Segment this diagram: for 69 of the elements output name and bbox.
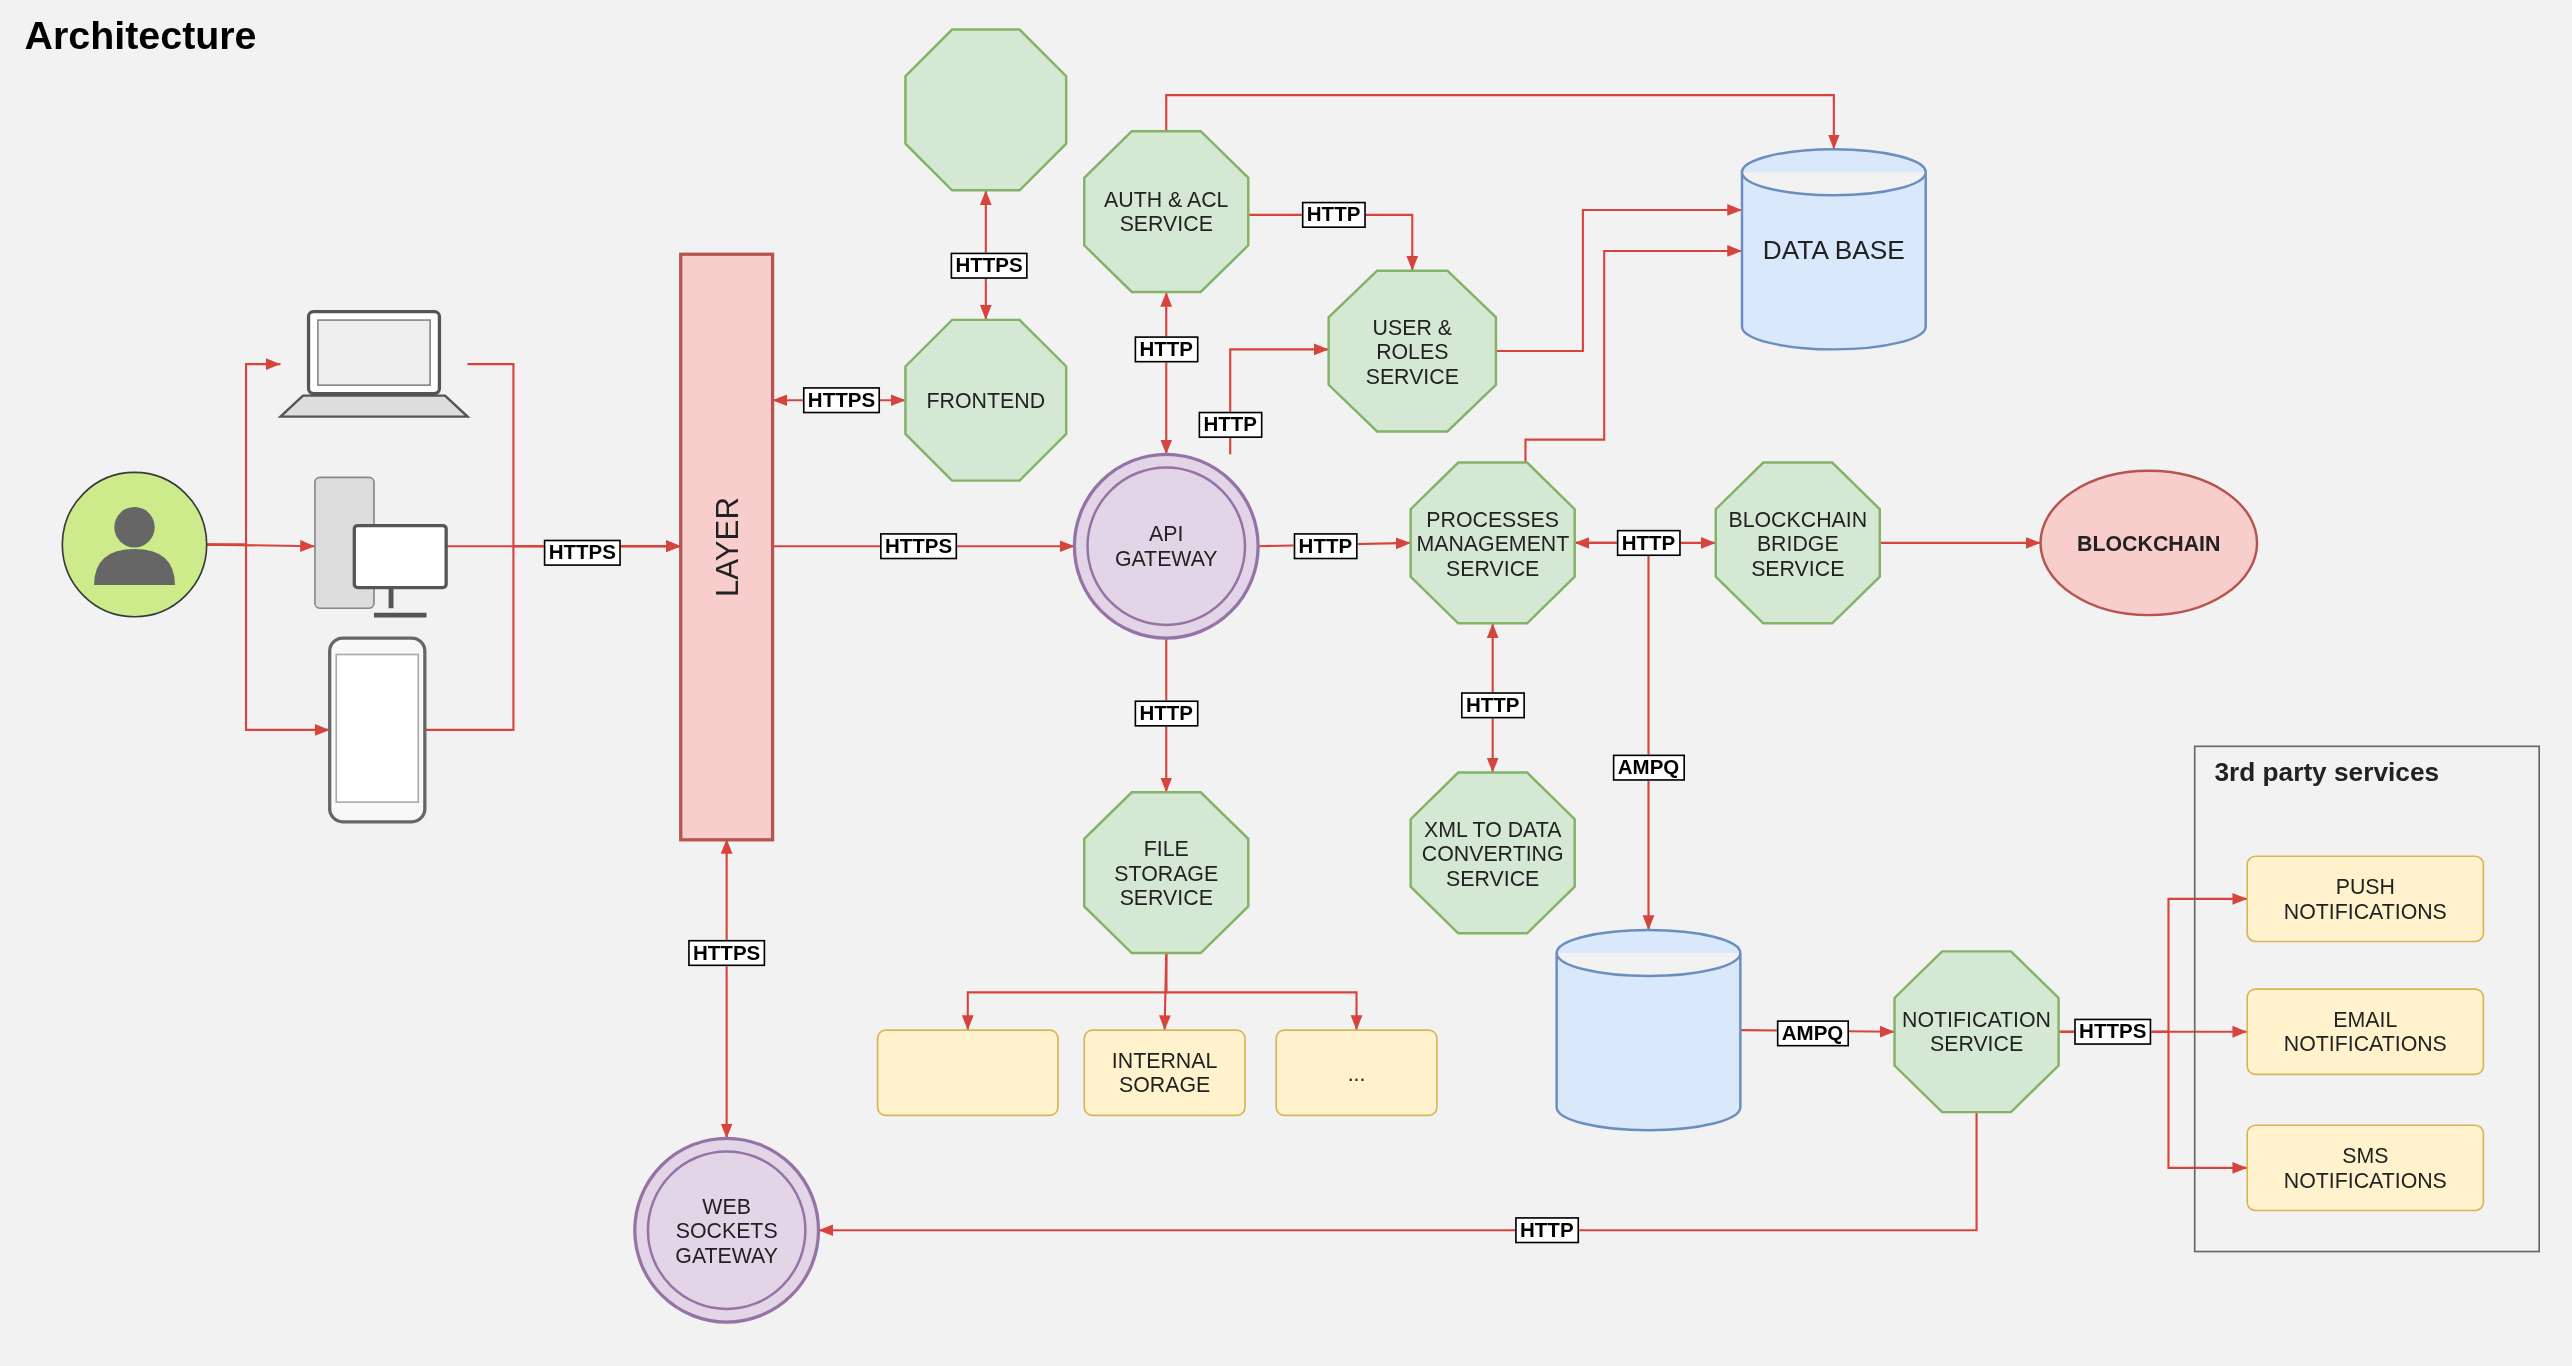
laptop-icon [280, 311, 468, 417]
node-label: BLOCKCHAIN BRIDGE SERVICE [1727, 506, 1869, 580]
edge-label: AMPQ [1776, 1020, 1849, 1047]
layer-box [680, 253, 773, 839]
arrow [1229, 343, 1329, 455]
node-label: SMS NOTIFICATIONS [2282, 1143, 2448, 1193]
node-label: API GATEWAY [1113, 521, 1219, 571]
edge-label: HTTP [1616, 529, 1681, 557]
node-label: FILE STORAGE SERVICE [1113, 835, 1220, 910]
edge-label: HTTP [1134, 336, 1198, 363]
database-cylinder [1742, 149, 1926, 350]
diagram-title: Architecture [24, 13, 257, 60]
gateway-circle [634, 1138, 819, 1323]
service-octagon [1084, 131, 1249, 292]
node-label: PROCESSES MANAGEMENT SERVICE [1416, 506, 1569, 580]
notification-box [2247, 1125, 2484, 1211]
service-octagon [1410, 462, 1575, 624]
node-label: FRONTEND [926, 387, 1046, 413]
queue-cylinder [1556, 930, 1741, 1131]
node-label: INTERNAL SORAGE [1110, 1048, 1219, 1098]
edge-label: HTTP [1515, 1217, 1579, 1244]
node-label: BLOCKCHAIN [2077, 530, 2221, 556]
service-octagon [905, 319, 1067, 481]
edge-label: HTTP [1198, 411, 1262, 438]
phone-icon [329, 638, 425, 822]
node-label: ... [1347, 1060, 1366, 1086]
storage-box [1084, 1030, 1245, 1116]
node-label: PUSH NOTIFICATIONS [2282, 874, 2448, 924]
service-octagon [1084, 792, 1249, 953]
edge-label: HTTP [1134, 700, 1198, 727]
edge-label: HTTPS [2074, 1018, 2152, 1045]
arrow [1879, 537, 2041, 549]
edge-label: AMPQ [1612, 754, 1685, 781]
storage-box [1276, 1030, 1437, 1116]
arrow [1524, 245, 1742, 463]
blockchain-ellipse [2040, 470, 2258, 616]
service-octagon [1715, 462, 1880, 624]
arrow [1165, 94, 1840, 150]
edge-label: HTTP [1461, 692, 1525, 719]
edge-label: HTTP [1293, 533, 1358, 560]
storage-box [877, 1030, 1058, 1116]
group-frame [2194, 746, 2540, 1252]
edge-label: HTTPS [802, 387, 880, 414]
gateway-circle [1074, 454, 1259, 639]
node-label: EMAIL NOTIFICATIONS [2282, 1007, 2448, 1057]
edge-label: HTTP [1301, 201, 1366, 228]
node-label: LAYER [714, 496, 739, 597]
service-octagon [905, 29, 1067, 191]
node-label: XML TO DATA CONVERTING SERVICE [1420, 816, 1565, 890]
arrow [720, 839, 733, 1139]
node-label: DATA BASE [1762, 237, 1905, 262]
arrow [1165, 953, 1363, 1031]
node-label: 3rd party services [2214, 759, 2440, 785]
desktop-computer-icon [314, 477, 447, 616]
node-label: AUTH & ACL SERVICE [1103, 187, 1230, 237]
edge-label: HTTPS [688, 939, 766, 967]
notification-box [2247, 856, 2484, 942]
service-octagon [1328, 270, 1496, 432]
node-label: NOTIFICATION SERVICE [1901, 1007, 2052, 1057]
person-icon [62, 472, 207, 617]
edge-label: HTTPS [880, 533, 958, 560]
notification-box [2247, 989, 2484, 1075]
node-label: USER & ROLES SERVICE [1364, 314, 1460, 388]
edge-label: HTTPS [950, 252, 1028, 279]
node-label: WEB SOCKETS GATEWAY [674, 1193, 779, 1268]
service-octagon [1894, 951, 2059, 1113]
arrow [1495, 204, 1742, 353]
edge-label: HTTPS [543, 539, 621, 566]
service-octagon [1410, 772, 1575, 934]
